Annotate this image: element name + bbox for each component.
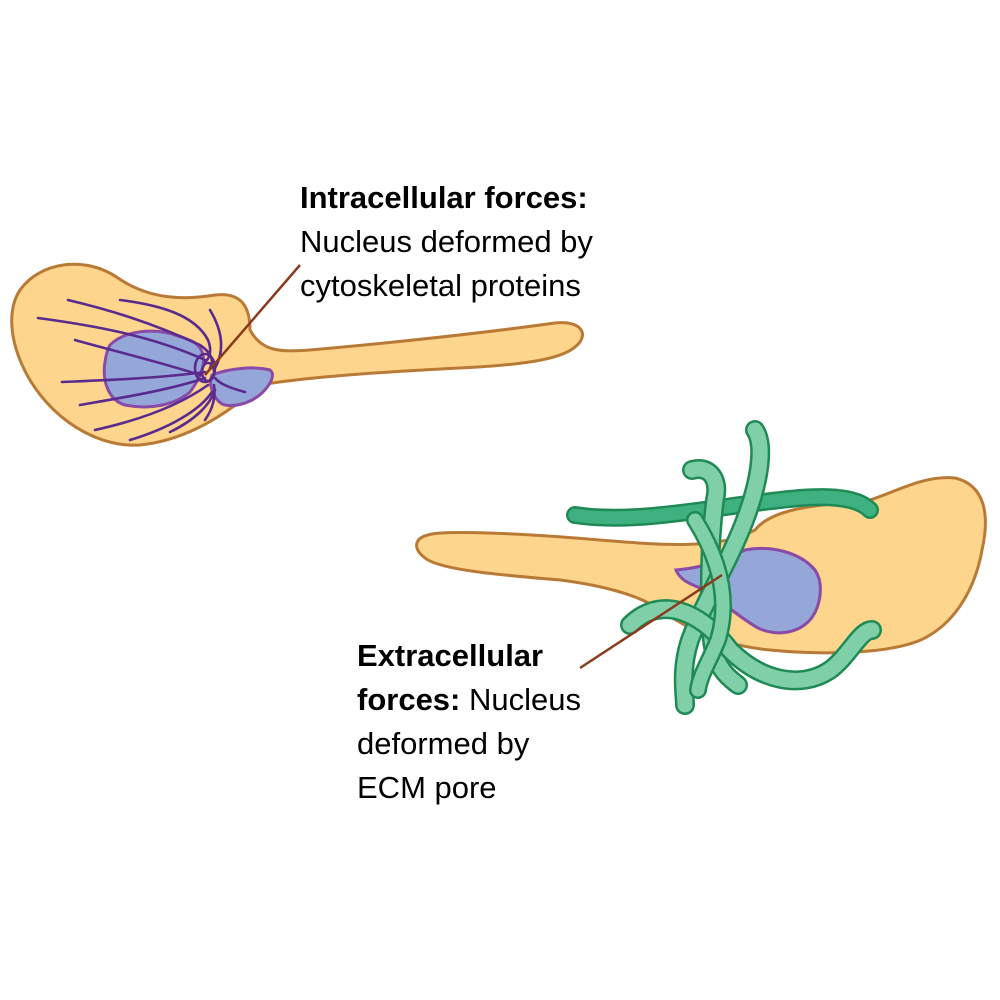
intracellular-leader-line [204,264,301,376]
extracellular-title-line2: forces: [357,682,461,717]
extracellular-cell-group [415,420,987,715]
extracellular-leader-line [579,573,723,670]
extracellular-line4: ECM pore [357,770,497,805]
cytoskeleton-filaments [36,298,247,442]
intracellular-cell-group [10,262,584,447]
intracellular-label: Intracellular forces: Nucleus deformed b… [300,176,593,308]
intracellular-line2: cytoskeletal proteins [300,268,581,303]
top-nucleus-lobe [209,366,274,408]
ecm-fibers [566,420,882,715]
extracellular-label: Extracellular forces: Nucleus deformed b… [357,634,581,810]
extracellular-title-line1: Extracellular [357,638,544,673]
extracellular-line3: deformed by [357,726,530,761]
intracellular-line1: Nucleus deformed by [300,224,593,259]
extracellular-line2-rest: Nucleus [460,682,581,717]
intracellular-title: Intracellular forces: [300,180,588,215]
